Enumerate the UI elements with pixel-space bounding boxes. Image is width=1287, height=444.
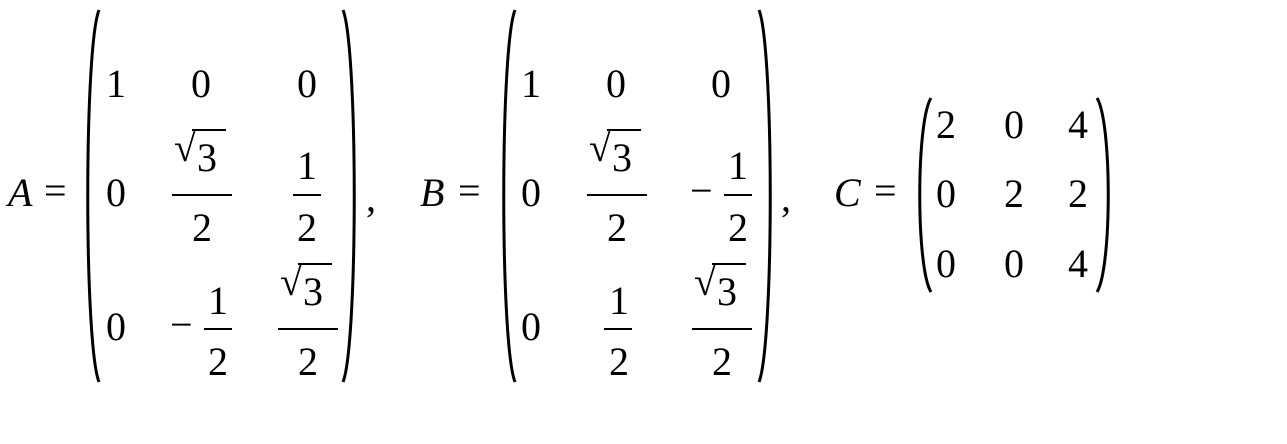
matrix-b-r3c3-vinculum (712, 263, 746, 265)
matrix-c-r1c1: 2 (936, 102, 956, 147)
matrix-c-r1c2: 0 (1004, 102, 1024, 147)
matrix-b-comma: , (781, 175, 791, 220)
matrix-a-r2c2-radical: √ (174, 125, 196, 170)
matrix-c-right-paren (1095, 97, 1110, 293)
matrix-b-r2c3-sign: − (690, 168, 713, 213)
matrix-a-r3c3-radical: √ (280, 259, 302, 304)
matrix-a-r3c3-denominator: 2 (298, 339, 318, 384)
matrix-b-r2c3-denominator: 2 (728, 205, 748, 250)
matrix-a-r3c3-fraction-bar (278, 328, 338, 330)
matrix-a-r3c2-numerator: 1 (208, 278, 228, 323)
matrix-a-r2c3-numerator: 1 (297, 143, 317, 188)
matrix-b-r3c3-fraction-bar (692, 328, 752, 330)
matrix-a-r2c2-radicand: 3 (197, 135, 217, 180)
matrix-c-r2c3: 2 (1068, 171, 1088, 216)
matrix-c-r1c3: 4 (1068, 102, 1088, 147)
matrix-a-comma: , (366, 175, 376, 220)
matrix-a-r2c2-fraction-bar (172, 194, 232, 196)
matrix-a-r3c1: 0 (106, 304, 126, 349)
matrix-b-r3c3-radical: √ (694, 259, 716, 304)
matrix-c-r3c3: 4 (1068, 241, 1088, 286)
matrix-a-r3c2-denominator: 2 (208, 339, 228, 384)
matrix-b-r3c2-denominator: 2 (609, 339, 629, 384)
matrix-a-r3c2-fraction-bar (204, 328, 232, 330)
matrix-b-r2c1: 0 (521, 170, 541, 215)
matrix-b-r2c3-numerator: 1 (728, 143, 748, 188)
matrix-b-r2c3-fraction-bar (724, 194, 752, 196)
matrix-a-r2c3-denominator: 2 (297, 205, 317, 250)
matrix-c-r2c2: 2 (1004, 171, 1024, 216)
matrix-c-r3c2: 0 (1004, 241, 1024, 286)
matrix-a-r3c3-radicand: 3 (303, 269, 323, 314)
matrix-b-left-paren (502, 9, 517, 383)
matrix-a-r2c2-vinculum (192, 129, 226, 131)
matrix-a-equals: = (44, 168, 67, 213)
matrix-b-right-paren (757, 9, 772, 383)
matrix-b-r3c2-fraction-bar (604, 328, 632, 330)
matrix-b-r3c2-numerator: 1 (609, 278, 629, 323)
matrix-c-equals: = (874, 168, 897, 213)
matrix-b-r2c2-radical: √ (589, 125, 611, 170)
matrix-a-r2c3-fraction-bar (293, 194, 321, 196)
matrix-c-r2c1: 0 (936, 171, 956, 216)
matrix-b-equals: = (458, 168, 481, 213)
matrix-b-r2c2-radicand: 3 (612, 135, 632, 180)
matrix-b-r3c3-radicand: 3 (717, 269, 737, 314)
matrix-b-r3c1: 0 (521, 304, 541, 349)
matrix-a-right-paren (341, 9, 356, 383)
matrix-c-left-paren (918, 97, 933, 293)
matrix-b-r2c2-fraction-bar (587, 194, 647, 196)
matrix-b-r1c1: 1 (521, 61, 541, 106)
matrix-a-r1c3: 0 (297, 61, 317, 106)
matrix-b-r1c2: 0 (606, 61, 626, 106)
matrix-a-r2c2-denominator: 2 (192, 205, 212, 250)
matrix-a-r1c1: 1 (106, 61, 126, 106)
matrix-a-r3c2-sign: − (170, 302, 193, 347)
matrix-b-r2c2-vinculum (607, 129, 641, 131)
matrix-c-label: C (834, 170, 861, 215)
matrix-a-left-paren (86, 9, 101, 383)
matrix-c-r3c1: 0 (936, 241, 956, 286)
matrix-b-r3c3-denominator: 2 (712, 339, 732, 384)
matrix-b-r2c2-denominator: 2 (607, 205, 627, 250)
matrix-b-label: B (420, 170, 445, 215)
matrix-a-r2c1: 0 (106, 170, 126, 215)
matrix-a-r3c3-vinculum (298, 263, 332, 265)
matrix-b-r1c3: 0 (711, 61, 731, 106)
matrix-a-label: A (8, 170, 33, 215)
matrix-a-r1c2: 0 (191, 61, 211, 106)
